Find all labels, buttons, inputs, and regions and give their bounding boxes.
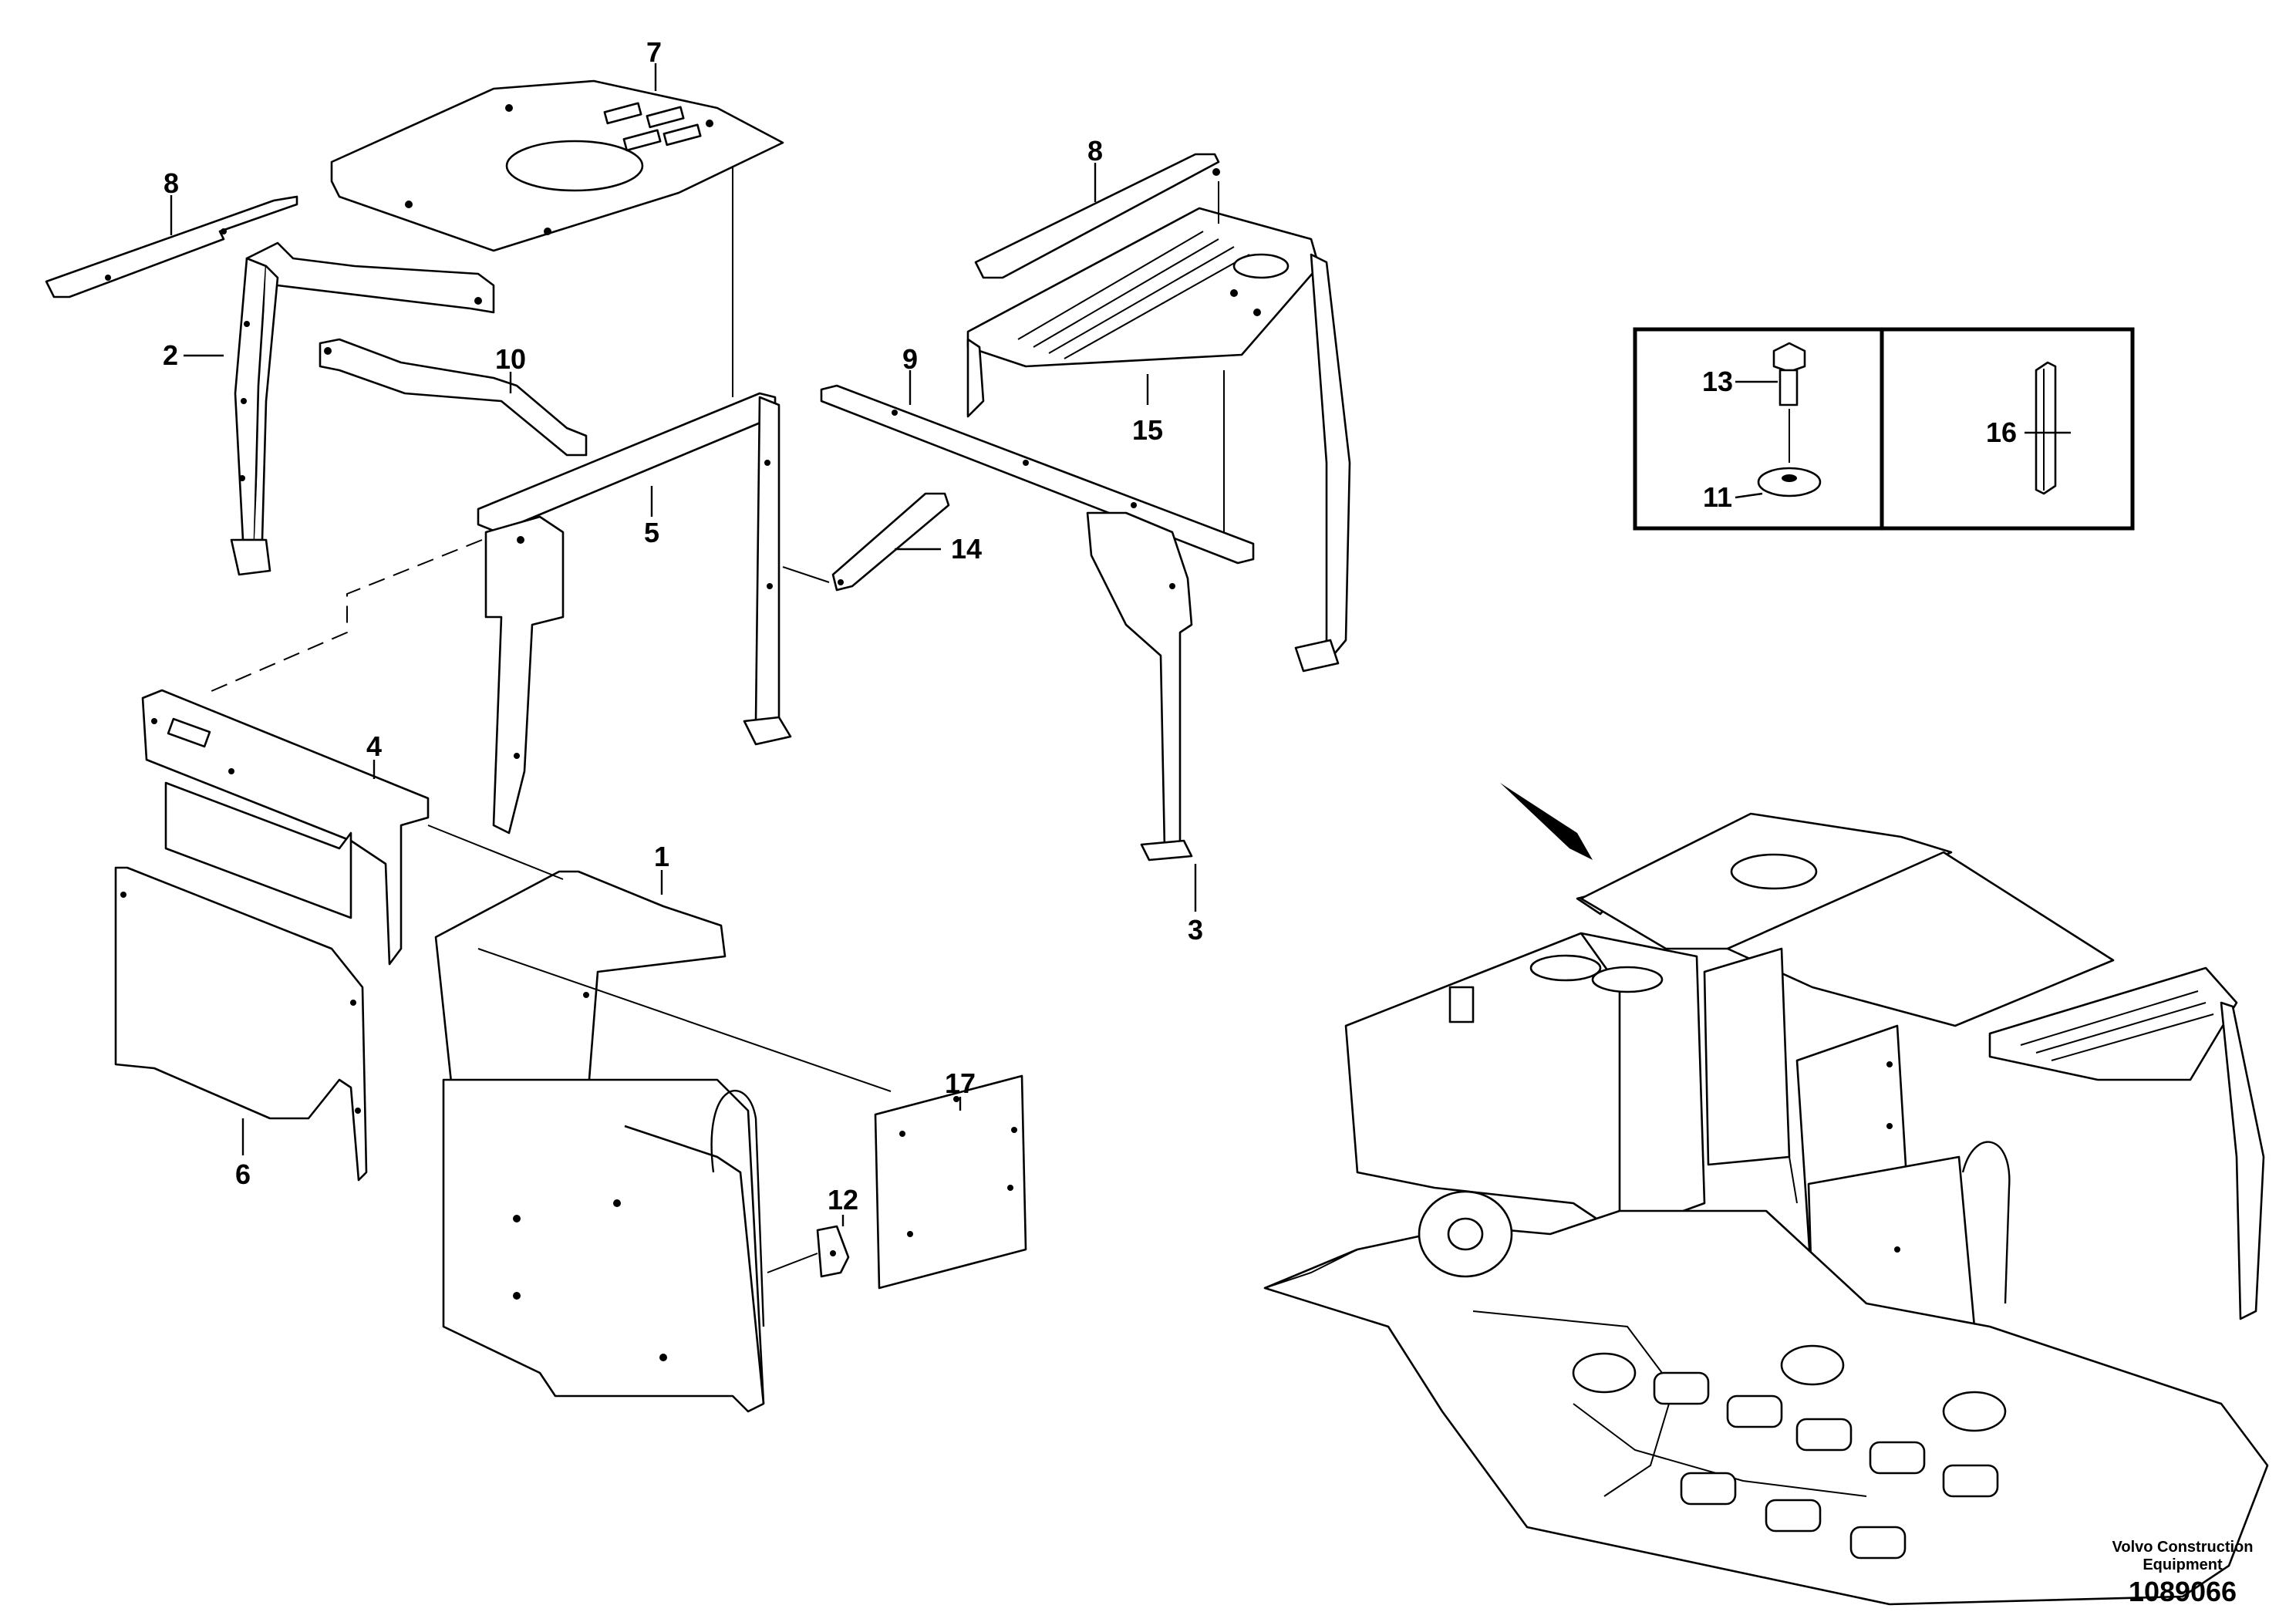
part-9-bar <box>820 384 1255 565</box>
callout-1: 1 <box>654 841 669 872</box>
edge-strip-icon <box>2035 361 2057 495</box>
part-10-strap <box>319 338 588 457</box>
part-12-clip <box>816 1225 850 1278</box>
callout-14: 14 <box>951 533 982 565</box>
drawing-number: 1089066 <box>2128 1576 2237 1607</box>
part-17-plate <box>874 1074 1027 1290</box>
publisher-name-line1: Volvo Construction <box>2112 1539 2254 1556</box>
part-1-box-frame <box>434 870 765 1413</box>
callout-12: 12 <box>828 1184 858 1216</box>
callout-13: 13 <box>1702 366 1733 397</box>
part-14-brace <box>831 492 950 592</box>
callout-10: 10 <box>495 343 526 375</box>
part-3-leg <box>1086 511 1193 862</box>
callout-3: 3 <box>1188 914 1203 946</box>
callout-5: 5 <box>644 517 659 548</box>
callout-4: 4 <box>366 730 382 762</box>
part-8-left-bar <box>45 195 298 298</box>
callout-15: 15 <box>1132 414 1163 446</box>
callout-6: 6 <box>235 1158 251 1190</box>
part-8-right-bar <box>974 153 1220 279</box>
callout-7: 7 <box>646 36 662 68</box>
part-6-panel <box>114 866 368 1182</box>
part-15-step <box>966 207 1351 673</box>
machine-overview-view <box>1263 783 2269 1606</box>
callout-2: 2 <box>163 339 178 371</box>
callout-8-right: 8 <box>1087 135 1103 167</box>
callout-17: 17 <box>945 1067 976 1099</box>
callout-16: 16 <box>1986 416 2017 448</box>
bolt-icon <box>1772 342 1806 406</box>
part-4-panel <box>141 689 430 966</box>
part-7-top-plate <box>330 79 784 252</box>
callout-9: 9 <box>902 343 918 375</box>
callout-11: 11 <box>1703 481 1732 513</box>
publisher-credit: Volvo Construction Equipment 1089066 <box>2082 1539 2283 1610</box>
hardware-legend-box <box>1633 327 2135 531</box>
callout-8-left: 8 <box>164 167 179 199</box>
part-2-bracket <box>230 241 495 576</box>
part-5-frame <box>477 392 792 835</box>
washer-icon <box>1757 467 1822 497</box>
publisher-name-line2: Equipment <box>2143 1556 2223 1573</box>
